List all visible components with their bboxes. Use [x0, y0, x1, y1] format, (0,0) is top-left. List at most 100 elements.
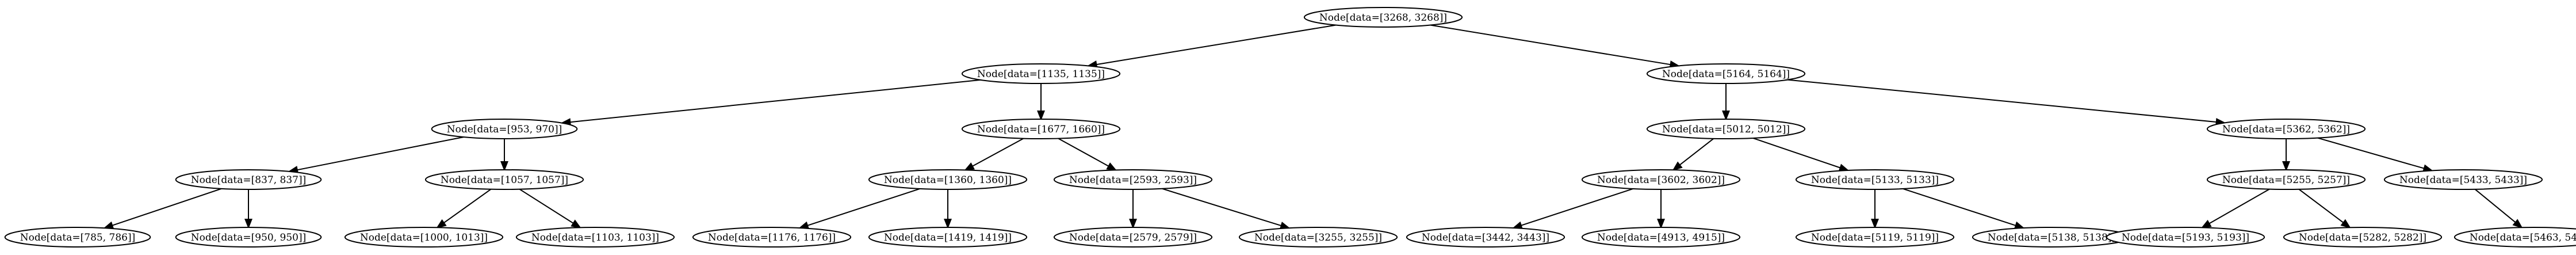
tree-node: Node[data=[3602, 3602]]	[1581, 169, 1741, 190]
tree-node: Node[data=[3255, 3255]]	[1238, 227, 1398, 248]
node-ellipse	[344, 227, 504, 248]
node-ellipse	[1795, 169, 1955, 190]
node-label: Node[data=[1135, 1135]]	[977, 68, 1105, 80]
node-label: Node[data=[3602, 3602]]	[1597, 174, 1725, 186]
tree-edge	[2317, 137, 2425, 169]
node-ellipse	[2206, 169, 2366, 190]
tree-node: Node[data=[5255, 5257]]	[2206, 169, 2366, 190]
tree-node: Node[data=[3442, 3443]]	[1406, 227, 1565, 248]
node-ellipse	[424, 169, 584, 190]
tree-node: Node[data=[1057, 1057]]	[424, 169, 584, 190]
tree-node: Node[data=[2579, 2579]]	[1053, 227, 1213, 248]
node-label: Node[data=[1419, 1419]]	[884, 232, 1012, 243]
node-label: Node[data=[5255, 5257]]	[2222, 174, 2350, 186]
tree-edge	[2298, 189, 2344, 223]
tree-edge	[519, 188, 574, 224]
node-label: Node[data=[953, 970]]	[447, 124, 562, 135]
tree-edge	[2474, 189, 2516, 223]
edge-arrowhead	[500, 161, 508, 172]
tree-node: Node[data=[5012, 5012]]	[1646, 119, 1806, 139]
edge-arrowhead	[571, 219, 581, 229]
tree-edge	[570, 79, 981, 123]
node-label: Node[data=[2579, 2579]]	[1069, 232, 1197, 243]
node-label: Node[data=[4913, 4915]]	[1597, 232, 1725, 243]
node-ellipse	[961, 63, 1121, 84]
tree-edge	[972, 138, 1024, 167]
node-ellipse	[175, 227, 322, 248]
node-ellipse	[2453, 227, 2576, 248]
node-label: Node[data=[5463, 5463]]	[2470, 232, 2576, 243]
tree-edge	[1521, 188, 1633, 226]
edge-arrowhead	[2282, 161, 2290, 172]
edge-layer	[103, 24, 2523, 230]
edge-arrowhead	[1106, 162, 1117, 171]
edge-arrowhead	[2512, 219, 2523, 229]
node-ellipse	[2106, 227, 2265, 248]
node-label: Node[data=[3442, 3443]]	[1422, 232, 1549, 243]
edge-arrowhead	[1722, 111, 1730, 121]
tree-edge	[443, 188, 492, 223]
node-label: Node[data=[950, 950]]	[191, 232, 307, 243]
edge-arrowhead	[2340, 219, 2351, 229]
node-label: Node[data=[5193, 5193]]	[2122, 232, 2249, 243]
node-ellipse	[1581, 227, 1741, 248]
tree-node: Node[data=[4913, 4915]]	[1581, 227, 1741, 248]
tree-edge	[1679, 138, 1714, 166]
node-ellipse	[1646, 119, 1806, 139]
node-label: Node[data=[1176, 1176]]	[708, 232, 836, 243]
tree-node: Node[data=[1176, 1176]]	[692, 227, 852, 248]
tree-node: Node[data=[837, 837]]	[175, 169, 322, 190]
node-ellipse	[431, 119, 578, 139]
node-label: Node[data=[1057, 1057]]	[441, 174, 568, 186]
edge-arrowhead	[1871, 219, 1879, 229]
node-ellipse	[961, 119, 1121, 139]
tree-node: Node[data=[5119, 5119]]	[1795, 227, 1955, 248]
tree-node: Node[data=[1135, 1135]]	[961, 63, 1121, 84]
tree-edge	[1903, 188, 2016, 226]
tree-node: Node[data=[5433, 5433]]	[2383, 169, 2543, 190]
edge-arrowhead	[1129, 219, 1137, 229]
node-ellipse	[175, 169, 322, 190]
node-ellipse	[868, 169, 1028, 190]
edge-arrowhead	[244, 219, 252, 229]
tree-node: Node[data=[953, 970]]	[431, 119, 578, 139]
edge-arrowhead	[2200, 219, 2212, 229]
node-label: Node[data=[1000, 1013]]	[360, 232, 488, 243]
tree-edge	[1162, 188, 1282, 227]
tree-edge	[297, 136, 464, 171]
edge-arrowhead	[1657, 219, 1665, 229]
node-ellipse	[868, 227, 1028, 248]
node-label: Node[data=[5362, 5362]]	[2222, 124, 2350, 135]
node-label: Node[data=[1360, 1360]]	[884, 174, 1012, 186]
tree-node: Node[data=[5193, 5193]]	[2106, 227, 2265, 248]
node-ellipse	[1646, 63, 1806, 84]
edge-arrowhead	[436, 219, 447, 229]
node-label: Node[data=[837, 837]]	[191, 174, 307, 186]
node-label: Node[data=[5433, 5433]]	[2399, 174, 2527, 186]
tree-node: Node[data=[3268, 3268]]	[1303, 7, 1463, 28]
node-label: Node[data=[5138, 5138]]	[1988, 232, 2115, 243]
node-ellipse	[1406, 227, 1565, 248]
node-ellipse	[4, 227, 151, 248]
tree-node: Node[data=[5164, 5164]]	[1646, 63, 1806, 84]
node-label: Node[data=[5133, 5133]]	[1811, 174, 1939, 186]
tree-node: Node[data=[5463, 5463]]	[2453, 227, 2576, 248]
node-ellipse	[515, 227, 675, 248]
node-ellipse	[692, 227, 852, 248]
node-label: Node[data=[785, 786]]	[20, 232, 136, 243]
node-ellipse	[1795, 227, 1955, 248]
node-label: Node[data=[3268, 3268]]	[1319, 12, 1447, 24]
edge-arrowhead	[1037, 111, 1045, 121]
tree-node: Node[data=[2593, 2593]]	[1053, 169, 1213, 190]
tree-edge	[1752, 138, 1841, 169]
node-label: Node[data=[2593, 2593]]	[1069, 174, 1197, 186]
node-ellipse	[2283, 227, 2443, 248]
node-label: Node[data=[5119, 5119]]	[1811, 232, 1939, 243]
tree-node: Node[data=[950, 950]]	[175, 227, 322, 248]
tree-edge	[1787, 79, 2217, 123]
node-ellipse	[1303, 7, 1463, 28]
tree-edge	[1096, 24, 1336, 66]
node-label: Node[data=[5164, 5164]]	[1662, 68, 1790, 80]
tree-edge	[1058, 138, 1109, 167]
